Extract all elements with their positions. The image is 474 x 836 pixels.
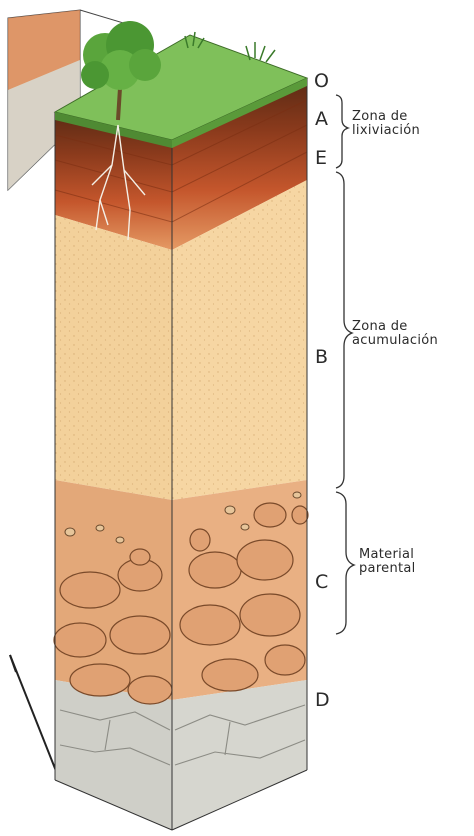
horizon-label-b: B [315, 348, 328, 367]
zone-label-lixiviacion: Zona de lixiviación [352, 110, 420, 138]
horizon-label-e: E [315, 149, 327, 168]
horizon-label-a: A [315, 110, 328, 129]
bracket-parental [336, 492, 354, 634]
horizon-label-c: C [315, 573, 328, 592]
soil-column-right-face [172, 78, 307, 830]
bracket-acumulacion [336, 172, 352, 488]
horizon-label-o: O [314, 72, 329, 91]
horizon-label-d: D [315, 691, 330, 710]
adjacent-block-edge [10, 655, 58, 776]
zone-brackets [336, 95, 354, 634]
zone-label-parental: Material parental [359, 548, 416, 576]
zone-label-acumulacion: Zona de acumulación [352, 320, 438, 348]
bracket-lixiviacion [336, 95, 348, 168]
